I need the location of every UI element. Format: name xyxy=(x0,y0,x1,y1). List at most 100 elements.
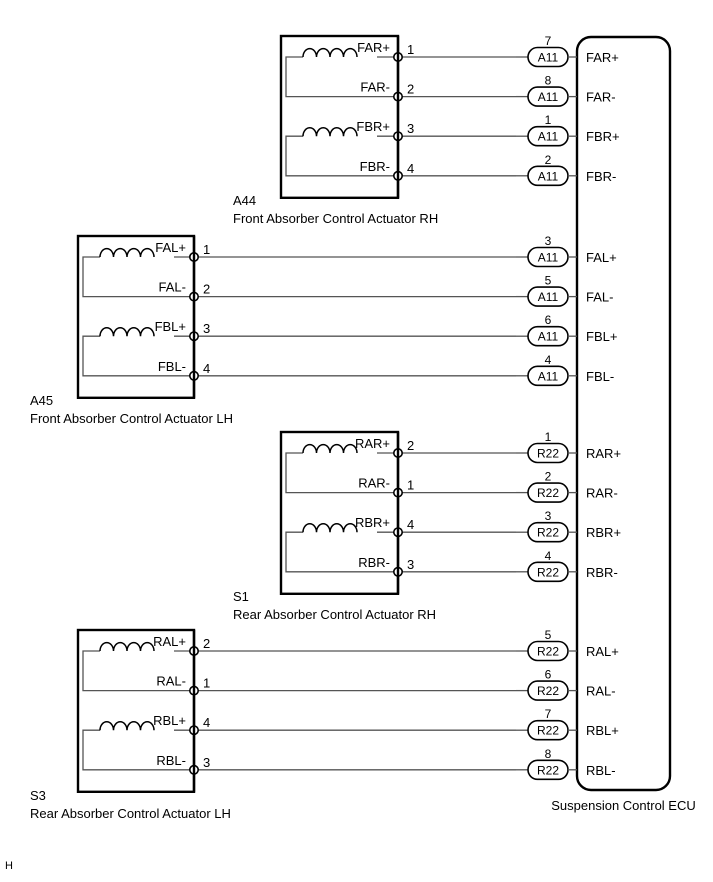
terminal-pin-number: 1 xyxy=(407,478,414,493)
coil-symbol-ral+ xyxy=(99,641,155,652)
ecu-signal-label: RBL+ xyxy=(586,723,619,738)
connector-id-label: A11 xyxy=(538,369,559,383)
terminal-pin-number: 4 xyxy=(203,715,210,730)
ecu-pin-number: 8 xyxy=(545,74,552,88)
coil-loop-ral+ xyxy=(82,650,194,692)
terminal-pin-number: 1 xyxy=(203,676,210,691)
connector-id-label: A11 xyxy=(538,330,559,344)
ecu-caption: Suspension Control ECU xyxy=(551,798,696,813)
coil-symbol-fal+ xyxy=(99,247,155,258)
terminal-rbl-minus: RBL-3 xyxy=(156,753,528,775)
ecu-signal-label: FBL- xyxy=(586,369,614,384)
actuator-caption-a44: Front Absorber Control Actuator RH xyxy=(233,211,438,226)
terminal-fal-minus: FAL- 2 xyxy=(159,280,528,302)
terminal-signal-label: RAL+ xyxy=(153,634,186,649)
terminal-signal-label: RBR- xyxy=(358,555,390,570)
terminal-pin-number: 2 xyxy=(203,282,210,297)
ecu-pin-number: 2 xyxy=(545,153,552,167)
ecu-signal-label: RBR+ xyxy=(586,525,621,540)
coil-loop-rbl+ xyxy=(82,729,194,771)
actuator-caption-s3: Rear Absorber Control Actuator LH xyxy=(30,806,231,821)
terminal-ral-minus: RAL- 1 xyxy=(156,674,528,696)
ecu-pin-number: 7 xyxy=(545,34,552,48)
actuator-caption-s1: Rear Absorber Control Actuator RH xyxy=(233,607,436,622)
coil-loop-fbl+ xyxy=(82,335,194,377)
ecu-signal-label: RBL- xyxy=(586,763,616,778)
ecu-signal-label: FAL- xyxy=(586,290,613,305)
terminal-fbr-minus: FBR-4 xyxy=(360,159,528,181)
terminal-signal-label: RAR+ xyxy=(355,436,390,451)
terminal-pin-number: 2 xyxy=(407,438,414,453)
ecu-pin-number: 1 xyxy=(545,113,552,127)
terminal-signal-label: RBR+ xyxy=(355,515,390,530)
connector-id-label: R22 xyxy=(537,565,559,579)
terminal-fal-plus: FAL+ 1 xyxy=(82,240,528,298)
connector-id-label: R22 xyxy=(537,684,559,698)
connector-id-label: R22 xyxy=(537,526,559,540)
terminal-rar-minus: RAR-1 xyxy=(358,476,528,498)
ecu-pin-number: 7 xyxy=(545,707,552,721)
ecu-signal-label: RAL- xyxy=(586,684,616,699)
ecu-enclosure xyxy=(575,35,672,792)
terminal-signal-label: FAR- xyxy=(360,80,390,95)
ecu-signal-label: RBR- xyxy=(586,565,618,580)
terminal-fbl-plus: FBL+3 xyxy=(82,319,528,377)
coil-symbol-rbl+ xyxy=(99,721,155,731)
ecu-pin-number: 6 xyxy=(545,313,552,327)
coil-loop-rar+ xyxy=(285,452,398,494)
coil-loop-fal+ xyxy=(82,256,194,298)
actuator-code-s3: S3 xyxy=(30,788,46,803)
ecu-pin-number: 5 xyxy=(545,628,552,642)
terminal-rar-plus: RAR+ 2 xyxy=(285,436,528,494)
coil-loop-far+ xyxy=(285,56,398,98)
terminal-pin-number: 1 xyxy=(407,42,414,57)
ecu-pin-number: 4 xyxy=(545,353,552,367)
coil-symbol-fbl+ xyxy=(99,327,155,337)
ecu-signal-label: FAL+ xyxy=(586,250,617,265)
terminal-signal-label: FAL- xyxy=(159,280,186,295)
terminal-signal-label: FAL+ xyxy=(155,240,186,255)
connector-id-label: R22 xyxy=(537,724,559,738)
ecu-signal-label: FBR+ xyxy=(586,129,620,144)
terminal-fbl-minus: FBL-4 xyxy=(158,359,528,381)
terminal-signal-label: RBL- xyxy=(156,753,186,768)
ecu-signal-label: RAL+ xyxy=(586,644,619,659)
connector-id-label: R22 xyxy=(537,447,559,461)
terminal-pin-number: 3 xyxy=(203,321,210,336)
ecu-pin-number: 1 xyxy=(545,430,552,444)
terminal-pin-number: 2 xyxy=(203,636,210,651)
connector-id-label: A11 xyxy=(538,290,559,304)
terminal-rbr-plus: RBR+4 xyxy=(285,515,528,573)
terminal-signal-label: RAL- xyxy=(156,674,186,689)
coil-loop-fbr+ xyxy=(285,135,398,177)
connector-id-label: A11 xyxy=(538,51,559,65)
ecu-pin-number: 3 xyxy=(545,234,552,248)
connector-id-label: R22 xyxy=(537,486,559,500)
terminal-pin-number: 1 xyxy=(203,242,210,257)
page-marker-h: H xyxy=(5,860,13,872)
connector-id-label: A11 xyxy=(538,130,559,144)
ecu-box-outline xyxy=(575,35,672,792)
terminal-pin-number: 3 xyxy=(407,121,414,136)
connector-id-label: A11 xyxy=(538,169,559,183)
ecu-pin-number: 3 xyxy=(545,509,552,523)
ecu-signal-label: FAR- xyxy=(586,90,616,105)
actuator-code-s1: S1 xyxy=(233,589,249,604)
